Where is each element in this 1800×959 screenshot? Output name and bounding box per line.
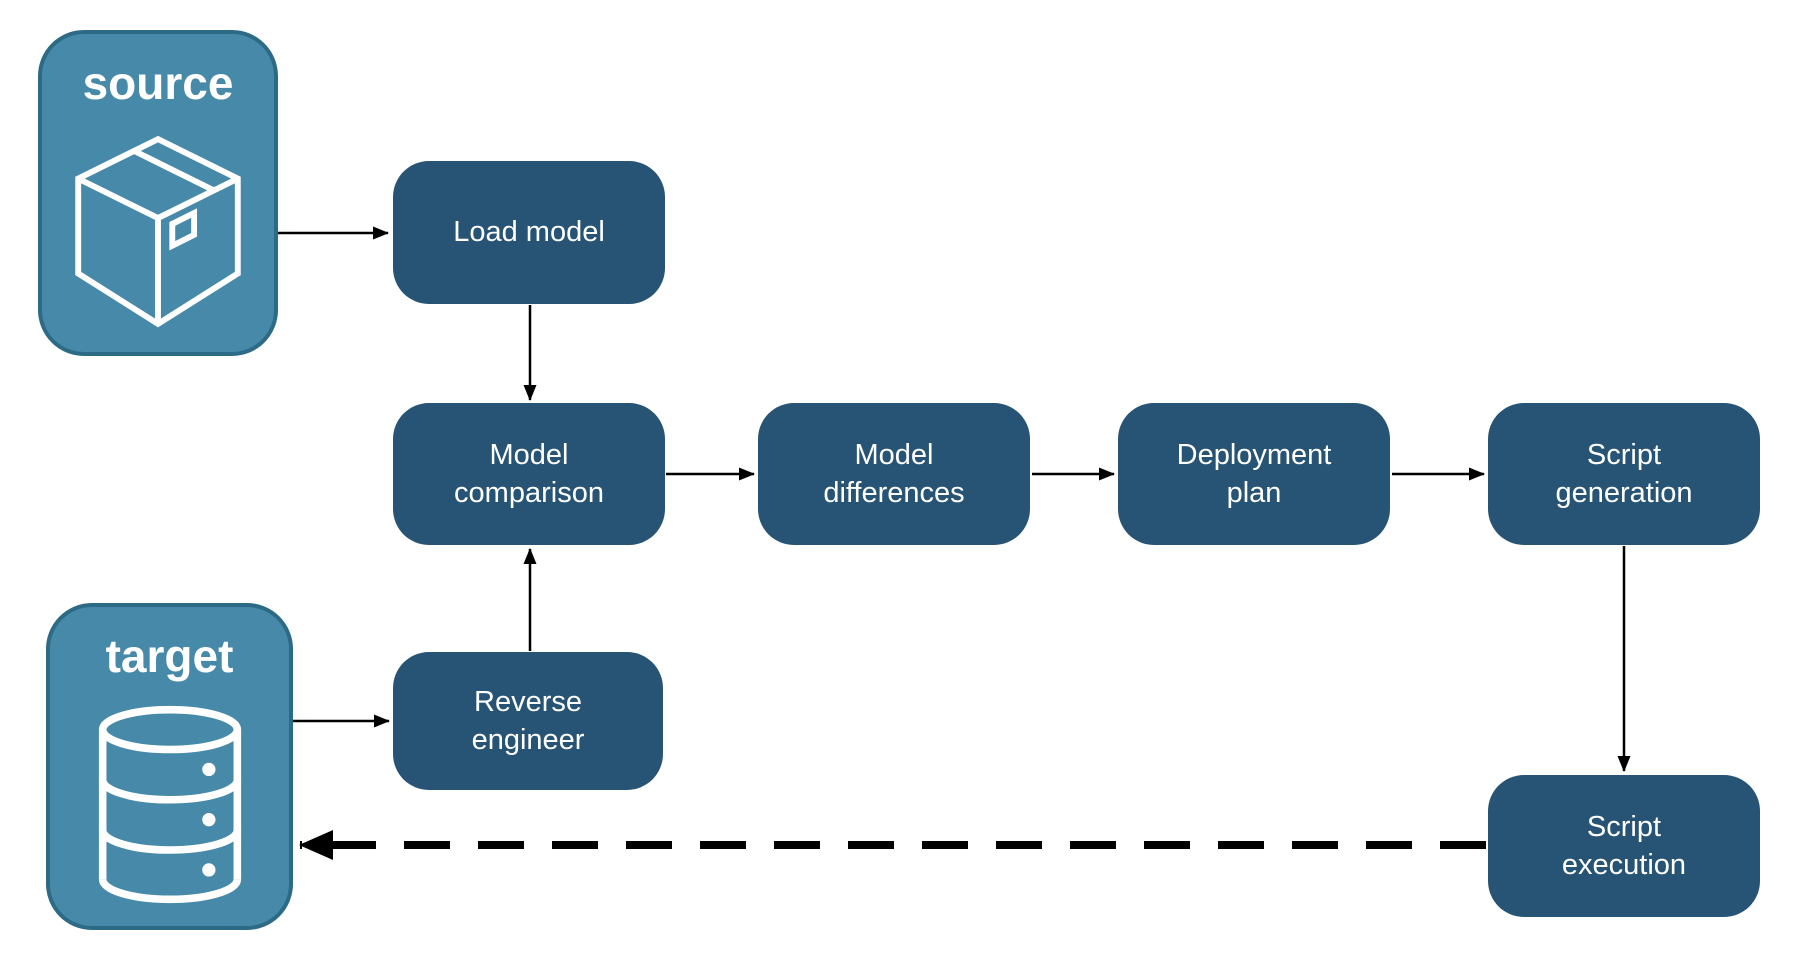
node-deployment-plan-label: Deployment plan [1176,438,1332,509]
source-container: source [38,30,278,356]
node-model-differences: Model differences [758,403,1030,545]
database-icon [50,683,289,926]
node-model-comparison: Model comparison [393,403,665,545]
target-label: target [105,630,234,682]
target-container: target [46,603,293,930]
package-icon [42,110,274,352]
node-reverse-engineer-label: Reverse engineer [471,685,585,756]
node-load-model: Load model [393,161,665,304]
node-script-generation: Script generation [1488,403,1760,545]
node-script-execution-label: Script execution [1561,810,1687,881]
node-reverse-engineer: Reverse engineer [393,652,663,790]
node-load-model-label: Load model [453,216,605,249]
node-deployment-plan: Deployment plan [1118,403,1390,545]
node-model-comparison-label: Model comparison [454,438,604,509]
source-label: source [82,57,234,109]
node-script-generation-label: Script generation [1555,438,1693,509]
node-model-differences-label: Model differences [823,438,965,509]
node-script-execution: Script execution [1488,775,1760,917]
